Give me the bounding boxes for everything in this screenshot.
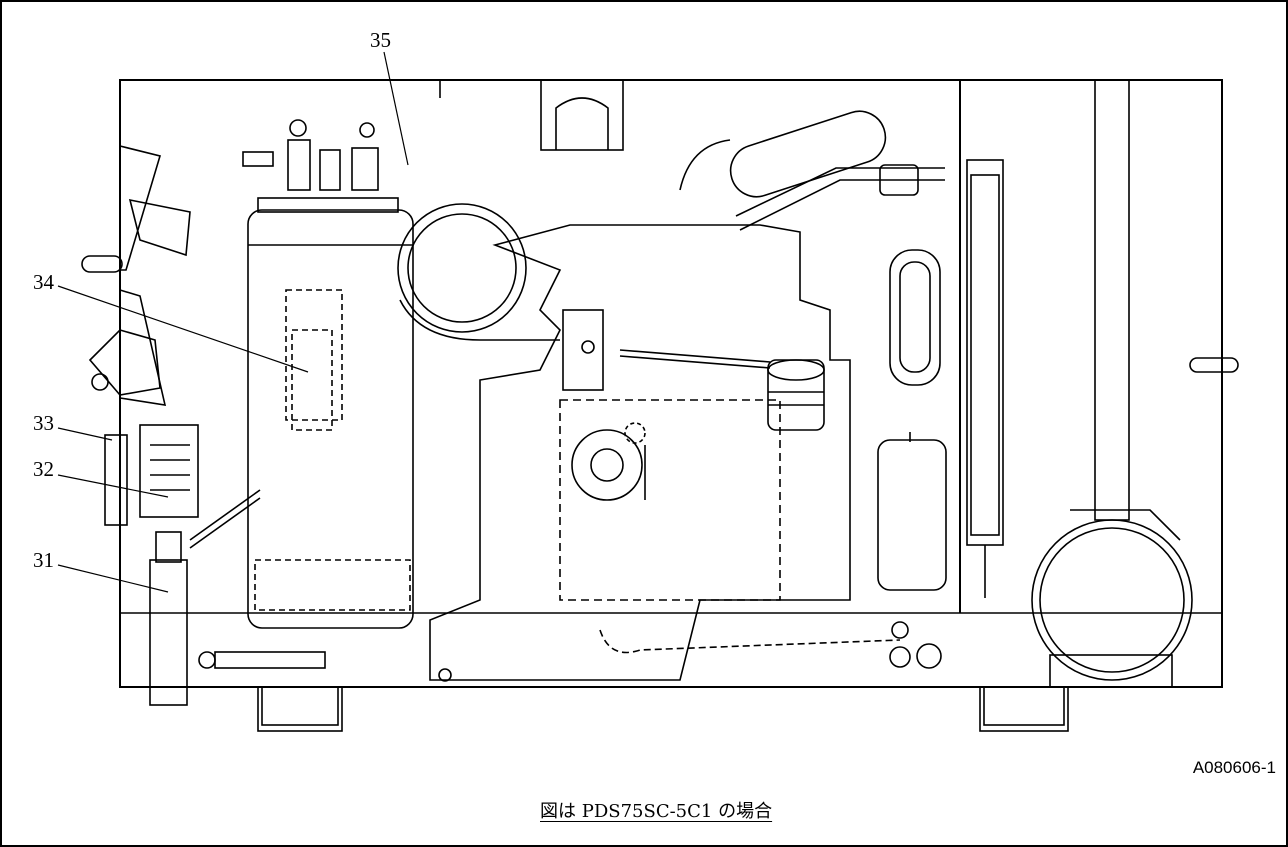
receiver-tank: [1031, 79, 1239, 688]
callout-34: 34: [33, 270, 54, 294]
figure-id: A080606-1: [1192, 758, 1276, 777]
callout-35: 35: [370, 28, 391, 52]
callout-31: 31: [33, 548, 54, 572]
callout-33: 33: [33, 411, 54, 435]
right-filter: [877, 249, 947, 591]
radiator: [966, 159, 1004, 598]
left-panel-parts: [81, 145, 191, 406]
leader-lines: [57, 51, 409, 593]
figure-caption: 図は PDS75SC-5C1 の場合: [540, 801, 773, 822]
exhaust-pipe: [679, 110, 945, 231]
bottom-fittings: [198, 651, 452, 682]
oil-filter-unit: [104, 424, 261, 706]
callout-32: 32: [33, 457, 54, 481]
enclosure: [119, 79, 1223, 732]
separator-tank: [242, 119, 414, 629]
engine-block: [429, 224, 942, 681]
round-housing: [397, 203, 560, 341]
air-cleaner: [767, 359, 825, 431]
